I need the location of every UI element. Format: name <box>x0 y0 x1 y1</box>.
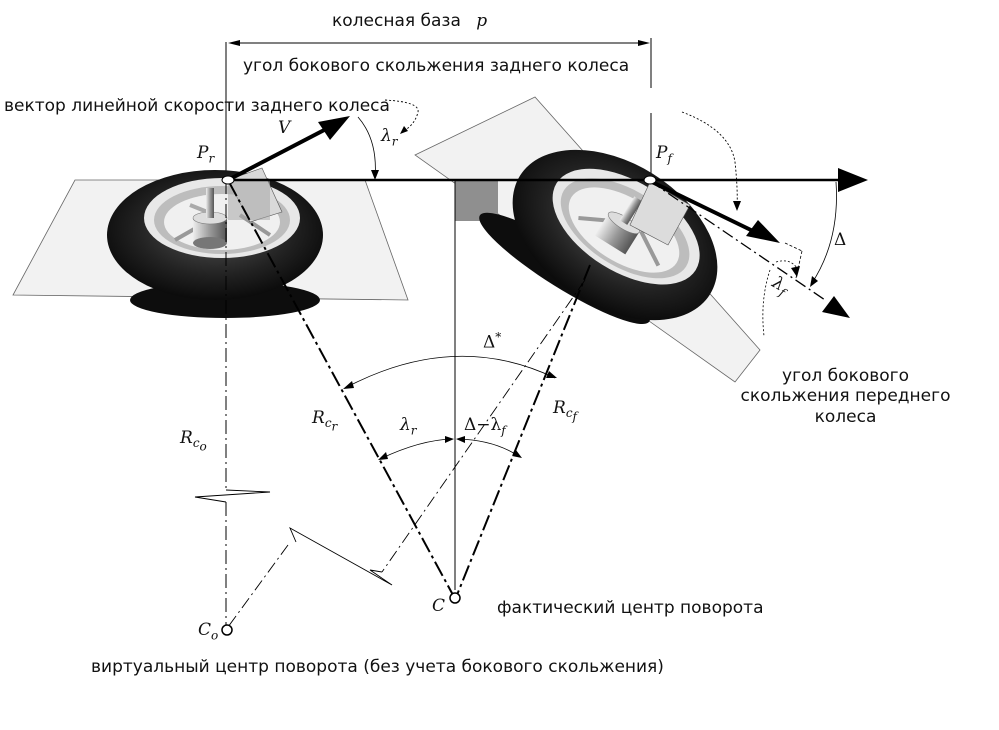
wheelbase-dimension <box>225 38 652 180</box>
lambda-r-lower-label: λr <box>400 415 417 438</box>
lambda-r-arc <box>357 116 376 179</box>
front-contact-point <box>643 175 657 185</box>
rear-right-angle-marker <box>228 180 270 220</box>
rear-velocity-arrowhead <box>318 116 350 140</box>
rear-velocity-vector <box>229 125 331 181</box>
front-slip-angle-line1: угол бокового <box>782 366 909 386</box>
rear-slip-leader <box>384 99 419 133</box>
front-wheel-heading-line <box>649 180 826 301</box>
delta-minus-lambda-f-label: Δ−λf <box>464 415 506 438</box>
front-slip-angle-line3: колеса <box>814 406 877 427</box>
lambda-r-upper-label: λr <box>381 126 398 149</box>
front-velocity-leader <box>681 111 738 209</box>
r-cr-label: Rcr <box>312 408 338 434</box>
lambda-r-lower-arc <box>379 438 453 460</box>
virtual-break-symbol <box>289 526 393 586</box>
delta-label: Δ <box>834 230 847 250</box>
virtual-turn-center-point <box>221 624 233 636</box>
virtual-front-line-lower <box>227 544 289 628</box>
rear-slip-angle-label: угол бокового скольжения заднего колеса <box>243 56 630 76</box>
wheelbase-arrow-left <box>228 40 240 46</box>
heading-axis-arrowhead <box>838 168 868 192</box>
rear-point-label: Pr <box>197 143 215 166</box>
delta-minus-lambda-f-arc <box>457 438 521 458</box>
virtual-center-label: виртуальный центр поворота (без учета бо… <box>91 657 664 677</box>
front-heading-arrowhead <box>822 296 850 318</box>
r-co-break-symbol <box>194 489 271 503</box>
virtual-front-line-upper <box>381 279 586 573</box>
front-slip-angle-label: угол бокового скольжения переднего колес… <box>738 366 953 427</box>
velocity-symbol: V <box>278 118 291 138</box>
front-axle <box>619 196 643 225</box>
actual-center-symbol: C <box>432 596 446 616</box>
delta-star-arc <box>344 355 556 389</box>
r-cf-label: Rcf <box>553 398 577 424</box>
delta-arc <box>811 181 837 284</box>
front-velocity-arrowhead <box>746 220 780 243</box>
front-slip-leader <box>762 269 771 337</box>
wheelbase-label: колесная база p <box>332 11 487 31</box>
front-slip-angle-line2: скольжения переднего <box>740 386 951 407</box>
rear-velocity-vector-label: вектор линейной скорости заднего колеса <box>4 96 390 116</box>
r-co-label: Rco <box>180 428 207 454</box>
rear-axle <box>206 188 214 218</box>
actual-turn-center-point <box>449 592 461 604</box>
front-hub <box>594 213 640 255</box>
rear-contact-point <box>221 175 235 185</box>
wheelbase-text: колесная база <box>332 11 461 31</box>
r-cr-line <box>228 181 454 596</box>
r-cf-line <box>456 264 591 596</box>
front-point-label: Pf <box>656 143 672 166</box>
actual-center-label: фактический центр поворота <box>497 598 764 618</box>
delta-star-label: Δ* <box>483 330 502 353</box>
wheelbase-symbol: p <box>476 11 488 31</box>
wheelbase-arrow-right <box>638 40 650 46</box>
lambda-f-arc <box>775 260 798 269</box>
virtual-center-symbol: Co <box>198 620 219 643</box>
rear-wheel <box>107 167 323 318</box>
front-velocity-vector <box>649 179 756 234</box>
